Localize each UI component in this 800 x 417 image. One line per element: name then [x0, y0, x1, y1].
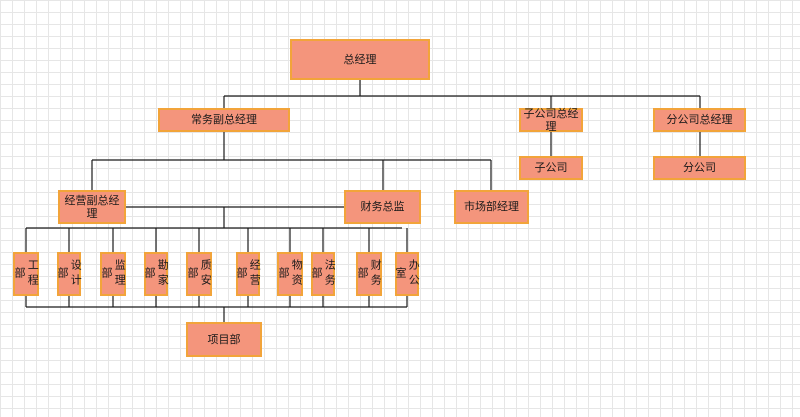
node-subsidiary-gm: 子公司总经理	[519, 107, 583, 133]
node-marketing-manager: 市场部经理	[454, 190, 529, 224]
node-project-dept: 项目部	[186, 322, 262, 357]
node-cfo: 财务总监	[344, 190, 421, 224]
node-dept-office: 办公室	[394, 252, 420, 296]
node-dept-quality-safety: 质安部	[186, 252, 212, 296]
node-dept-finance: 财务部	[356, 252, 382, 296]
node-branch-gm: 分公司总经理	[653, 108, 746, 132]
node-ceo: 总经理	[290, 39, 430, 80]
node-dept-engineering: 工程部	[13, 252, 39, 296]
node-branch: 分公司	[653, 156, 746, 180]
node-subsidiary: 子公司	[519, 156, 583, 180]
node-dept-supervision: 监理部	[100, 252, 126, 296]
node-dept-design: 设计部	[56, 252, 82, 296]
node-business-deputy: 经营副总经理	[58, 190, 126, 224]
node-exec-deputy: 常务副总经理	[158, 108, 290, 132]
node-dept-materials: 物资部	[277, 252, 303, 296]
node-dept-legal: 法务部	[310, 252, 336, 296]
node-dept-survey: 勘家部	[143, 252, 169, 296]
node-dept-operations: 经营部	[235, 252, 261, 296]
